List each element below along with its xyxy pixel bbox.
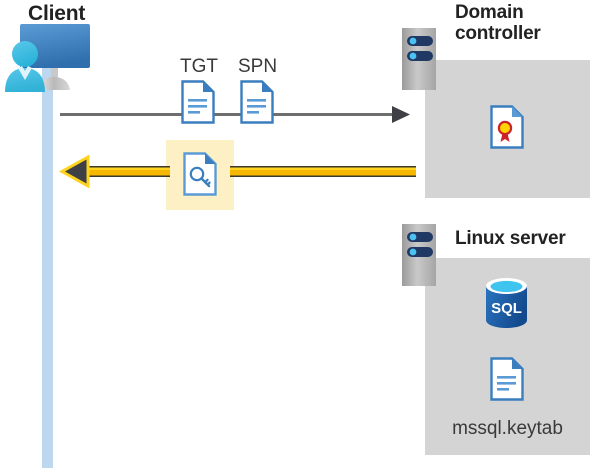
request-arrow-line <box>60 113 395 116</box>
text-document-icon <box>240 80 274 124</box>
certificate-document-icon <box>490 105 524 149</box>
text-document-icon <box>181 80 215 124</box>
response-arrow-line-right <box>230 166 416 177</box>
server-rack-icon <box>402 28 436 90</box>
keytab-filename-label: mssql.keytab <box>452 418 563 439</box>
client-title: Client <box>28 2 86 25</box>
user-icon <box>2 40 48 92</box>
response-arrow-head <box>58 154 90 189</box>
keytab-document-icon <box>490 357 524 401</box>
request-arrow-head <box>392 106 410 123</box>
response-arrow-line-left <box>80 166 170 177</box>
server-rack-icon <box>402 224 436 286</box>
key-document-icon <box>183 152 217 196</box>
tgt-label: TGT <box>180 56 218 77</box>
linux-server-title: Linux server <box>455 228 566 249</box>
client-lifeline <box>42 62 53 468</box>
sql-database-icon: SQL <box>484 277 529 329</box>
spn-label: SPN <box>238 56 278 77</box>
sql-label: SQL <box>491 300 522 317</box>
